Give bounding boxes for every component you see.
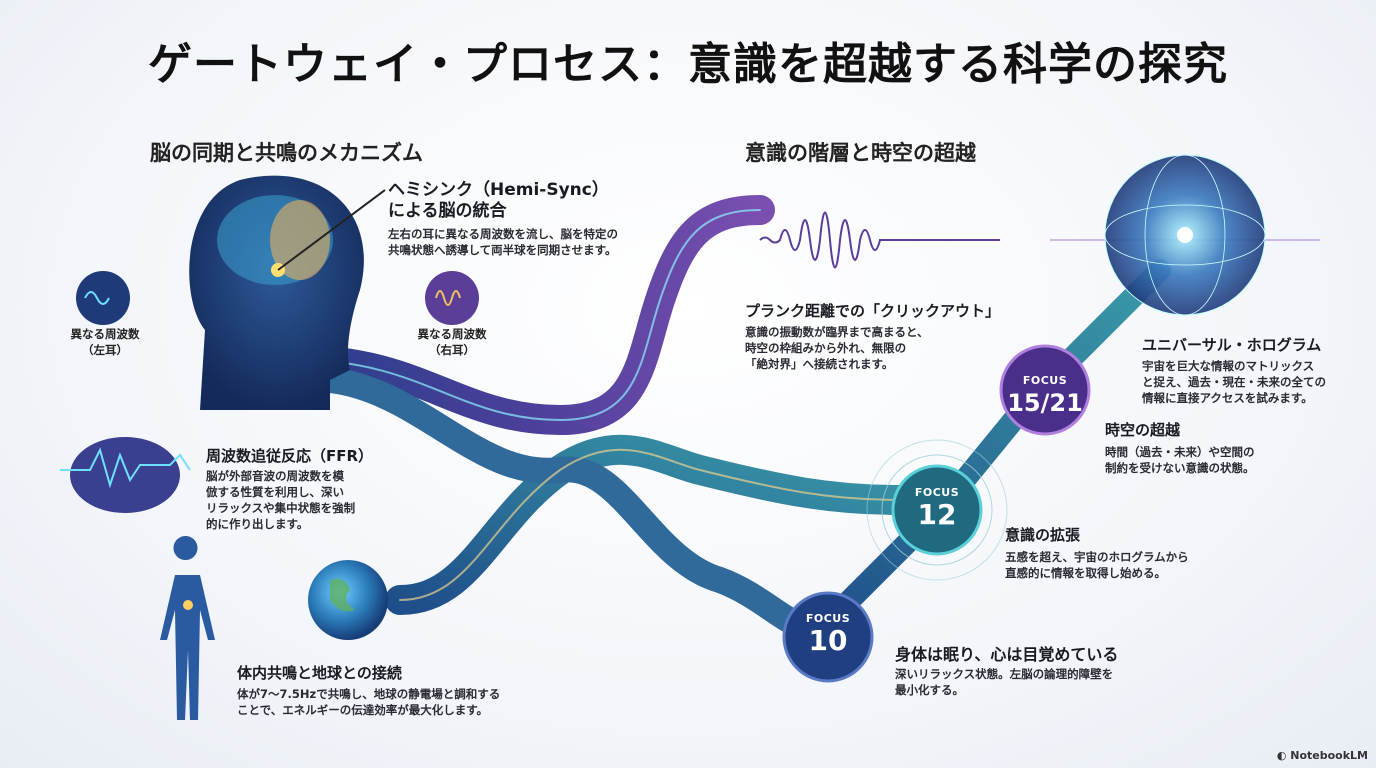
focus-15-21-description: 時空の超越 時間（過去・未来）や空間の 制約を受けない意識の状態。: [1105, 421, 1255, 476]
hemisync-text: 左右の耳に異なる周波数を流し、脳を特定の: [388, 227, 618, 241]
focus-10-title: 身体は眠り、心は目覚めている: [895, 645, 1119, 664]
hologram-block: ユニバーサル・ホログラム 宇宙を巨大な情報のマトリックス と捉え、過去・現在・未…: [1142, 336, 1326, 406]
ffr-text: 倣する性質を利用し、深い: [206, 485, 344, 499]
focus-15-21-node: [999, 344, 1091, 436]
wave-graphic: [759, 211, 1000, 269]
hologram-text: と捉え、過去・現在・未来の全ての: [1142, 375, 1326, 389]
focus-10-label: FOCUS 10: [788, 612, 868, 657]
human-body-icon: [160, 536, 215, 720]
left-ear-label-line: 異なる周波数: [70, 327, 140, 341]
universal-hologram-sphere-icon: [1050, 154, 1320, 316]
click-out-text: 「絶対界」へ接続されます。: [745, 357, 894, 371]
focus-word: FOCUS: [914, 486, 960, 499]
notebooklm-logo-icon: ◐: [1276, 749, 1291, 762]
right-ear-label: 異なる周波数 （右耳）: [402, 326, 502, 358]
focus-12-text: 直感的に情報を取得し始める。: [1005, 566, 1166, 580]
click-out-text: 時空の枠組みから外れ、無限の: [745, 341, 907, 355]
left-section-heading: 脳の同期と共鳴のメカニズム: [150, 141, 423, 165]
focus-12-text: 五感を超え、宇宙のホログラムから: [1005, 550, 1189, 564]
page-title: ゲートウェイ・プロセス：意識を超越する科学の探究: [148, 39, 1228, 90]
click-out-title: プランク距離での「クリックアウト」: [745, 302, 1001, 320]
focus-12-label: FOCUS 12: [897, 486, 977, 531]
focus-15-21-text: 時間（過去・未来）や空間の: [1105, 445, 1255, 459]
earth-text: 体が7〜7.5Hzで共鳴し、地球の静電場と調和する: [237, 687, 501, 701]
left-ear-wave-icon: [76, 271, 130, 325]
earth-text: ことで、エネルギーの伝達効率が最大化します。: [237, 703, 489, 717]
earth-globe-icon: [308, 560, 388, 640]
ffr-block: 周波数追従反応（FFR） 脳が外部音波の周波数を模 倣する性質を利用し、深い リ…: [206, 447, 373, 532]
hologram-text: 宇宙を巨大な情報のマトリックス: [1142, 359, 1315, 373]
hologram-text: 情報に直接アクセスを試みます。: [1142, 391, 1313, 405]
left-ear-label: 異なる周波数 （左耳）: [55, 326, 155, 358]
focus-12-description: 意識の拡張 五感を超え、宇宙のホログラムから 直感的に情報を取得し始める。: [1005, 526, 1189, 581]
hemisync-title: ヘミシンク（Hemi-Sync）: [388, 180, 609, 200]
brand-label: NotebookLM: [1290, 749, 1368, 762]
ffr-text: 的に作り出します。: [206, 517, 309, 531]
earth-resonance-block: 体内共鳴と地球との接続 体が7〜7.5Hzで共鳴し、地球の静電場と調和する こと…: [237, 664, 500, 718]
focus-12-title: 意識の拡張: [1005, 526, 1081, 544]
left-ear-label-line: （左耳）: [82, 343, 128, 357]
ffr-brain-icon: [70, 437, 180, 513]
focus-word: FOCUS: [1022, 374, 1068, 387]
hemisync-text: 共鳴状態へ誘導して両半球を同期させます。: [388, 243, 617, 257]
focus-15-21-label: FOCUS 15/21: [1000, 374, 1090, 419]
focus-word: FOCUS: [805, 612, 851, 625]
focus-10-description: 身体は眠り、心は目覚めている 深いリラックス状態。左脳の論理的障壁を 最小化する…: [895, 645, 1118, 698]
click-out-text: 意識の振動数が臨界まで高まると、: [745, 325, 929, 339]
hologram-title: ユニバーサル・ホログラム: [1142, 336, 1322, 354]
energy-flow-paths: [285, 195, 1171, 643]
focus-number: 10: [808, 624, 848, 657]
hemisync-block: ヘミシンク（Hemi-Sync） による脳の統合 左右の耳に異なる周波数を流し、…: [388, 180, 618, 258]
hemisync-title: による脳の統合: [388, 201, 507, 221]
focus-number: 15/21: [1007, 389, 1083, 417]
focus-15-21-text: 制約を受けない意識の状態。: [1105, 461, 1255, 475]
focus-15-21-title: 時空の超越: [1105, 421, 1181, 439]
focus-10-node: [782, 591, 874, 683]
right-section-heading: 意識の階層と時空の超越: [745, 141, 976, 165]
earth-title: 体内共鳴と地球との接続: [237, 664, 402, 682]
notebooklm-brand: ◐ NotebookLM: [1277, 749, 1368, 762]
right-ear-label-line: 異なる周波数: [417, 327, 487, 341]
focus-10-text: 最小化する。: [895, 683, 964, 697]
click-out-block: プランク距離での「クリックアウト」 意識の振動数が臨界まで高まると、 時空の枠組…: [745, 302, 1000, 372]
focus-12-node: [891, 464, 983, 556]
ffr-title: 周波数追従反応（FFR）: [206, 447, 374, 465]
right-ear-label-line: （右耳）: [429, 343, 475, 357]
ffr-text: 脳が外部音波の周波数を模: [206, 469, 344, 483]
focus-10-text: 深いリラックス状態。左脳の論理的障壁を: [895, 667, 1114, 681]
focus-number: 12: [917, 498, 957, 531]
ffr-text: リラックスや集中状態を強制: [206, 501, 356, 515]
